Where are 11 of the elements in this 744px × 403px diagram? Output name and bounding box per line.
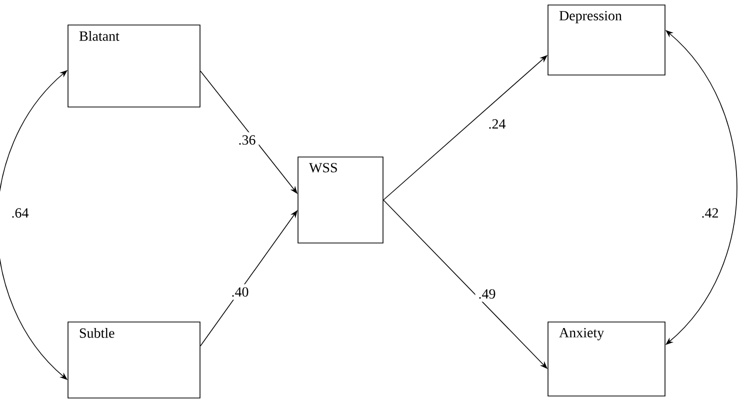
variable-box: Blatant xyxy=(68,24,200,108)
variable-box: Anxiety xyxy=(548,322,666,396)
path-coefficient: .42 xyxy=(698,205,722,221)
variable-box: WSS xyxy=(298,156,384,244)
variable-box: Depression xyxy=(548,4,666,76)
variable-box: Subtle xyxy=(68,322,200,398)
path-coefficient: .40 xyxy=(228,284,252,300)
path-coefficient: .24 xyxy=(485,116,509,132)
path-coefficient: .36 xyxy=(235,132,259,148)
path-coefficient: .49 xyxy=(475,286,499,302)
path-coefficient: .64 xyxy=(8,205,32,221)
